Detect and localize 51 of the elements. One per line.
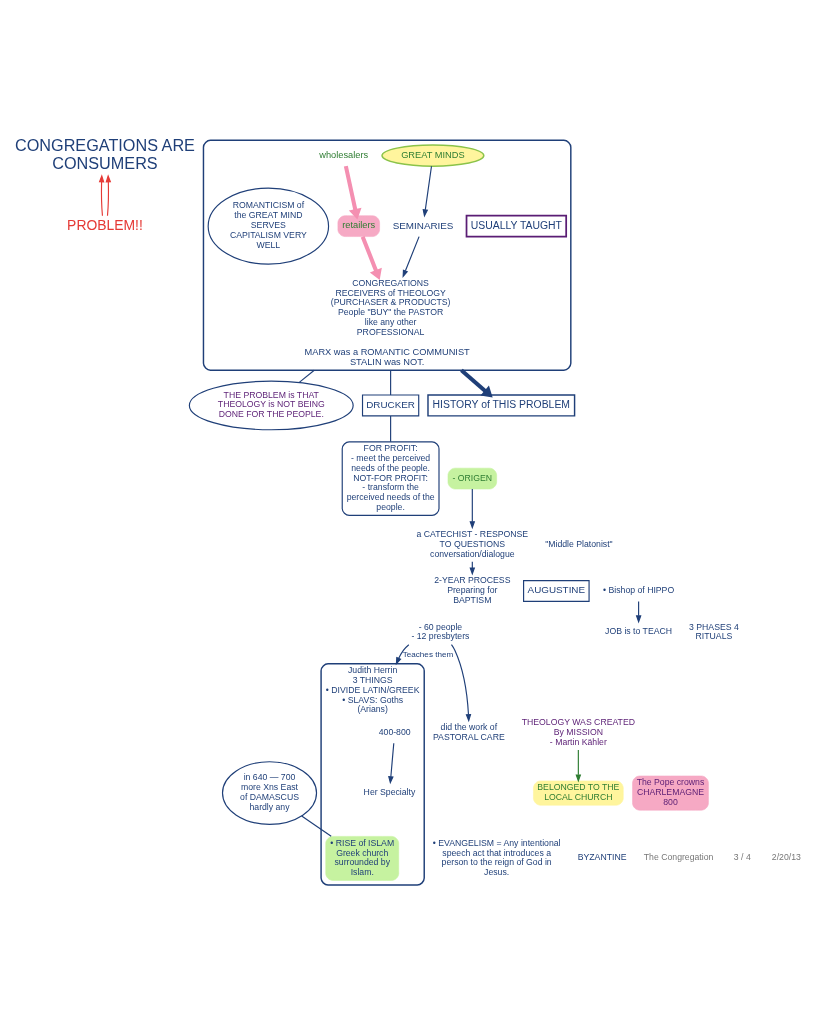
node-box: HISTORY of THIS PROBLEM [427, 393, 576, 417]
label: 3 PHASES 4 RITUALS [689, 621, 739, 641]
node-text: 400-800 [378, 726, 411, 737]
node-text: THEOLOGY WAS CREATED By MISSION - Martin Kähler [521, 716, 635, 747]
node-text: wholesalers [319, 149, 369, 160]
label: 2/20/13 [771, 851, 801, 862]
label: 3 / 4 [733, 851, 751, 862]
node-text: Her Specialty [363, 786, 416, 797]
node-text: SEMINARIES [392, 219, 454, 231]
node-box: retailers [337, 214, 380, 237]
node-box: USUALLY TAUGHT [465, 214, 568, 237]
arrow [395, 643, 410, 665]
node-ellipse: THE PROBLEM is THAT THEOLOGY is NOT BEING DONE FOR THE PEOPLE. [188, 380, 354, 430]
arrow [360, 235, 382, 280]
arrow [469, 487, 476, 529]
arrow [450, 643, 472, 722]
node-text: PROBLEM!! [67, 216, 143, 233]
arrow [98, 173, 105, 216]
arrow [402, 235, 420, 278]
node-text: 2-YEAR PROCESS Preparing for BAPTISM [434, 574, 511, 605]
node-ellipse: GREAT MINDS [381, 143, 485, 167]
node-ellipse: ROMANTICISM of the GREAT MIND SERVES CAPITALISM VERY WELL [207, 187, 330, 265]
label: • EVANGELISM = Any intentional speech act that introduces a person to the reign of God in Jesus. [432, 837, 561, 877]
node-box: The Pope crowns CHARLEMAGNE 800 [632, 775, 709, 810]
node-text: • Bishop of HIPPO [603, 584, 675, 595]
node-box: - ORIGEN [447, 467, 497, 489]
arrow [105, 173, 112, 216]
node-box: DRUCKER [361, 393, 420, 416]
arrow [575, 748, 582, 783]
label: The Congregation [643, 851, 714, 862]
arrow [343, 165, 362, 219]
connector [301, 814, 332, 837]
label: "Middle Platonist" [545, 538, 613, 549]
node-text: a CATECHIST - RESPONSE TO QUESTIONS conversation/dialogue [416, 528, 529, 559]
arrow [460, 368, 493, 397]
node-text: - 60 people - 12 presbyters [411, 621, 470, 641]
connector [390, 369, 392, 395]
node-box: AUGUSTINE [523, 579, 590, 602]
node-box: BELONGED TO THE LOCAL CHURCH [533, 780, 624, 806]
node-ellipse: in 640 — 700 more Xns East of DAMASCUS hardly any [221, 760, 318, 825]
node-box: FOR PROFIT: - meet the perceived needs of the people. NOT-FOR PROFIT: - transform the perceived needs of the people. [341, 440, 440, 516]
node-text: did the work of PASTORAL CARE [432, 721, 505, 742]
label: BYZANTINE [577, 851, 627, 862]
node-text: CONGREGATIONS RECEIVERS of THEOLOGY (PURCHASER & PRODUCTS) People "BUY" the PASTOR like any other PROFESSIONAL [330, 277, 451, 337]
node-text: JOB is to TEACH [605, 625, 673, 636]
arrow [422, 165, 433, 217]
arrow [388, 742, 395, 784]
connector [390, 414, 392, 442]
node-box: • RISE of ISLAM Greek church surrounded by Islam. [325, 835, 400, 881]
connector [298, 369, 315, 383]
node-text: CONGREGATIONS ARE CONSUMERS [15, 135, 195, 172]
